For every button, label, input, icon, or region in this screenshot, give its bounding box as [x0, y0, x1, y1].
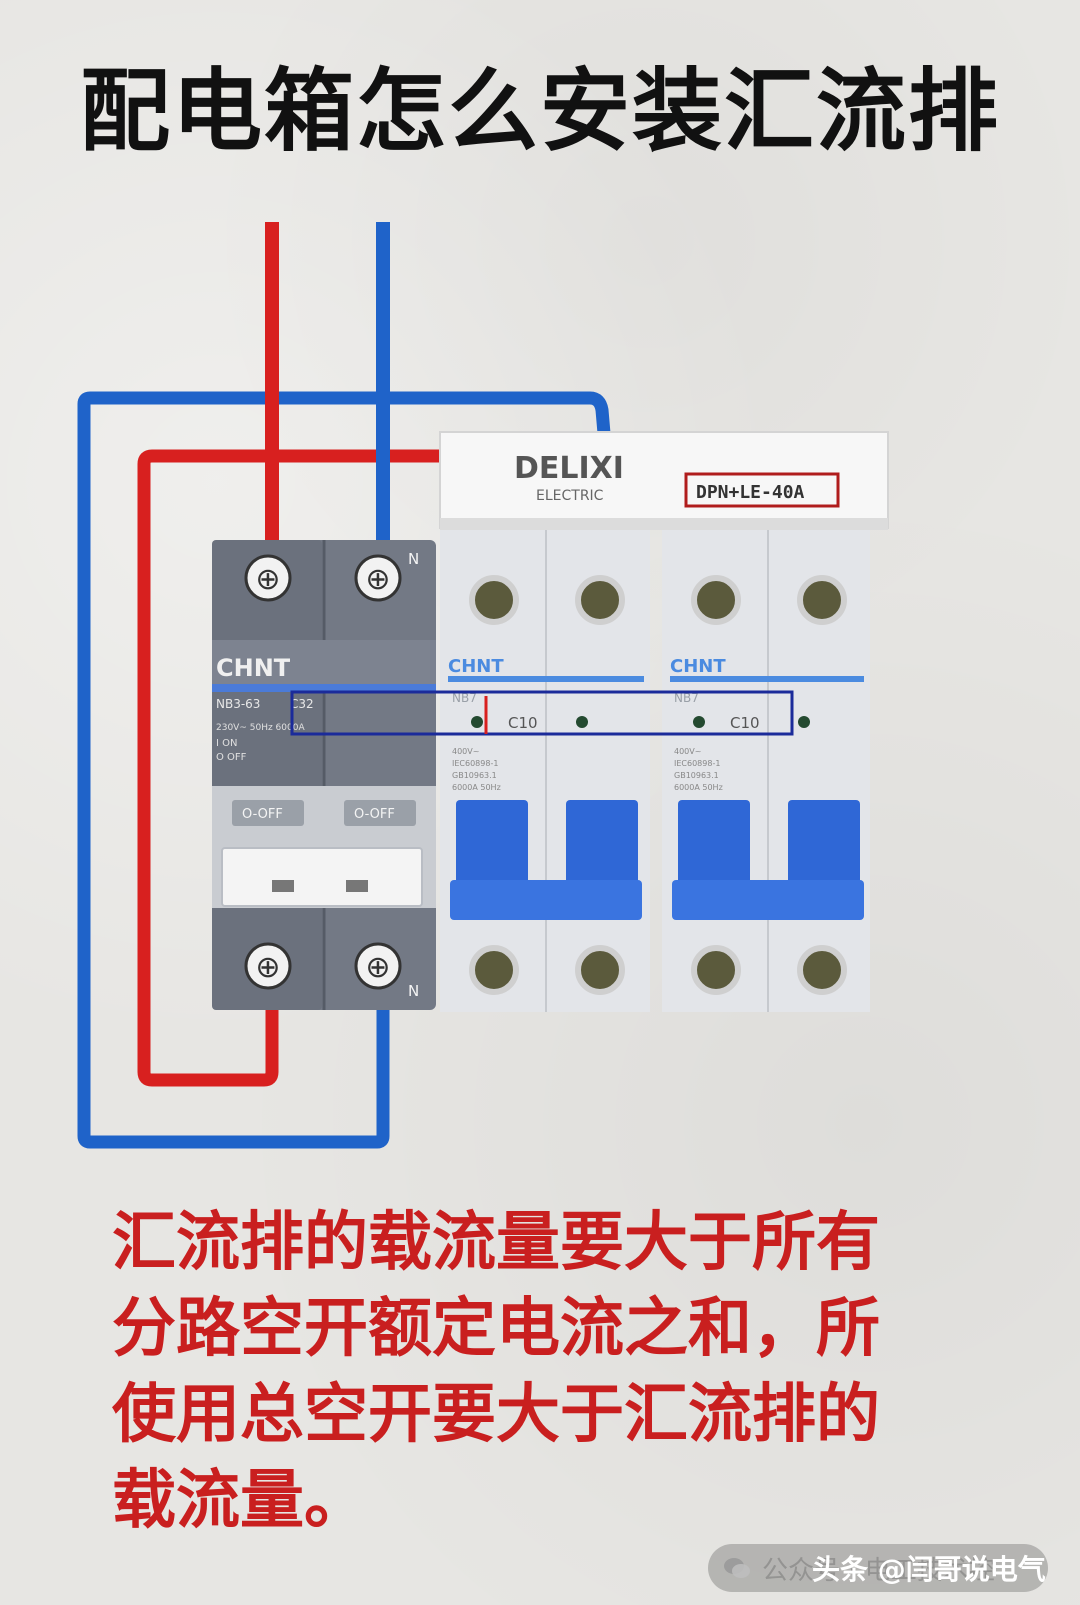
svg-text:⊕: ⊕	[255, 950, 280, 985]
main-breaker-off-text: O OFF	[216, 752, 247, 763]
busbar	[439, 431, 889, 530]
branch-2-brand: CHNT	[670, 656, 726, 677]
terminal-screw	[354, 942, 402, 990]
branch-1-spec2: 6000A 50Hz	[452, 783, 501, 792]
terminal-screw	[691, 945, 741, 995]
main-breaker-on-text: I ON	[216, 738, 237, 749]
terminal-screw	[244, 554, 292, 602]
caption-line: 使用总空开要大于汇流排的	[112, 1378, 880, 1452]
live-wire-loop	[137, 449, 440, 1087]
terminal-screw	[575, 575, 625, 625]
terminal-screw	[354, 554, 402, 602]
branch-2-rating: C10	[730, 714, 760, 732]
watermark-credit: 头条 @闫哥说电气	[812, 1548, 1046, 1588]
caption-line: 载流量。	[112, 1464, 368, 1538]
main-breaker-handle-label: O-OFF	[242, 807, 283, 822]
branch-2-std1: IEC60898-1	[674, 759, 720, 768]
busbar-model: DPN+LE-40A	[696, 482, 805, 503]
branch-2-spec: 400V~	[674, 747, 701, 756]
main-breaker-brand: CHNT	[216, 654, 291, 682]
branch-1-std2: GB10963.1	[452, 771, 497, 780]
watermark: 公众号 · 电工技术控	[708, 1544, 1048, 1592]
terminal-screw	[469, 945, 519, 995]
rating-highlight-box	[290, 690, 794, 736]
svg-text:⊕: ⊕	[365, 562, 390, 597]
neutral-mark: N	[408, 550, 419, 568]
branch-1-spec: 400V~	[452, 747, 479, 756]
main-breaker-spec: 230V~ 50Hz 6000A	[216, 723, 305, 733]
branch-1-rating: C10	[508, 714, 538, 732]
busbar-brand: DELIXI	[514, 451, 624, 486]
branch-breaker-1	[440, 530, 650, 1012]
branch-breaker-2	[662, 530, 870, 1012]
neutral-wire-loop	[77, 391, 612, 1149]
busbar-sub: ELECTRIC	[536, 488, 604, 504]
watermark-ghost-text: 公众号 · 电工技术控	[762, 1555, 995, 1586]
terminal-screw	[469, 575, 519, 625]
caption-line: 汇流排的载流量要大于所有	[112, 1206, 880, 1280]
caption-line: 分路空开额定电流之和，所	[112, 1292, 880, 1366]
svg-text:⊕: ⊕	[255, 562, 280, 597]
terminal-screw	[575, 945, 625, 995]
caption: 汇流排的载流量要大于所有 分路空开额定电流之和，所 使用总空开要大于汇流排的 载…	[112, 1200, 992, 1544]
watermark-text: 头条 @闫哥说电气	[812, 1553, 1046, 1586]
wechat-icon	[724, 1558, 750, 1578]
branch-2-model: NB7	[674, 691, 699, 705]
page-title: 配电箱怎么安装汇流排	[80, 59, 1000, 164]
main-breaker-model: NB3-63	[216, 697, 260, 711]
neutral-mark: N	[408, 982, 419, 1000]
branch-1-std1: IEC60898-1	[452, 759, 498, 768]
terminal-screw	[244, 942, 292, 990]
svg-text:⊕: ⊕	[365, 950, 390, 985]
main-breaker-handle-label: O-OFF	[354, 807, 395, 822]
main-breaker: ⊕ ⊕ ⊕ ⊕	[212, 540, 436, 1010]
terminal-screw	[691, 575, 741, 625]
branch-1-brand: CHNT	[448, 656, 504, 677]
branch-1-model: NB7	[452, 691, 477, 705]
branch-2-std2: GB10963.1	[674, 771, 719, 780]
terminal-screw	[797, 575, 847, 625]
watermark-background	[708, 1544, 1048, 1592]
terminal-screw	[797, 945, 847, 995]
main-breaker-rating: C32	[290, 697, 314, 711]
branch-2-spec2: 6000A 50Hz	[674, 783, 723, 792]
